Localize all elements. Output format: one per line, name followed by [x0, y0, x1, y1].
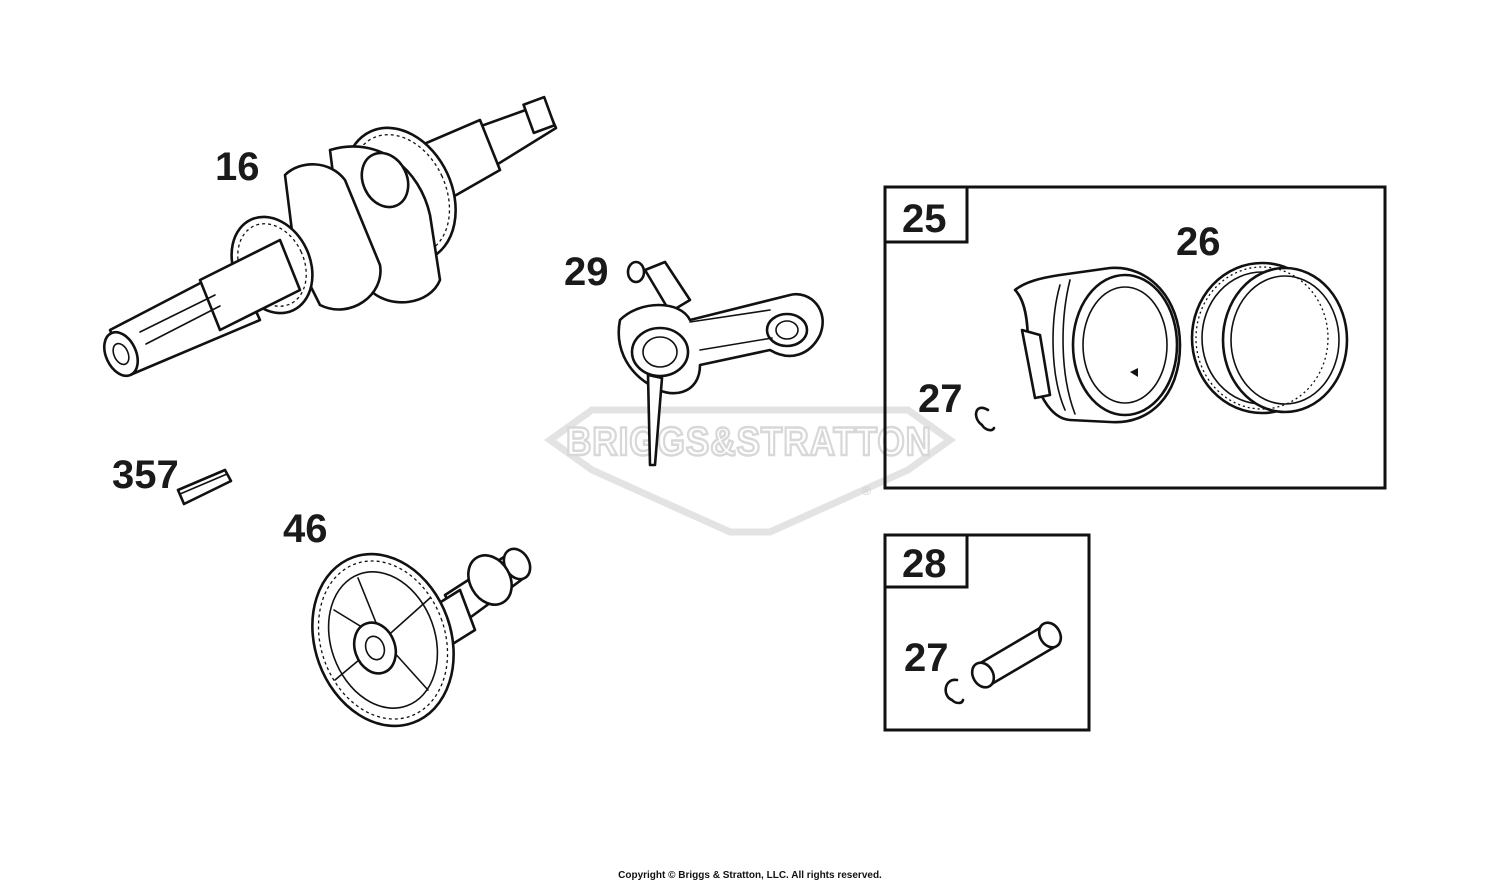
connecting-rod-part[interactable]: [617, 260, 824, 467]
watermark-registered-mark: ®: [862, 484, 871, 498]
piston-assembly-box: [883, 185, 1387, 490]
callout-27-lower[interactable]: 27: [904, 636, 949, 680]
brand-watermark: BRIGGS&STRATTON ®: [543, 406, 957, 536]
clip-lower-part[interactable]: [944, 678, 965, 705]
piston-pin-part[interactable]: [968, 619, 1065, 692]
callout-28[interactable]: 28: [902, 542, 947, 586]
callout-46[interactable]: 46: [283, 507, 328, 551]
callout-29[interactable]: 29: [564, 250, 609, 294]
camshaft-part[interactable]: [289, 534, 535, 746]
callout-16[interactable]: 16: [215, 145, 260, 189]
copyright-notice: Copyright © Briggs & Stratton, LLC. All …: [618, 870, 882, 881]
pin-kit-box: [883, 533, 1091, 732]
piston-rings-part[interactable]: [1190, 261, 1349, 415]
callout-26[interactable]: 26: [1176, 220, 1221, 264]
watermark-text: BRIGGS&STRATTON: [566, 420, 932, 464]
key-part[interactable]: [176, 468, 233, 506]
callout-27-upper[interactable]: 27: [918, 377, 963, 421]
clip-upper-part[interactable]: [974, 406, 996, 432]
crankshaft-part[interactable]: [98, 95, 558, 381]
callout-357[interactable]: 357: [112, 453, 179, 497]
callout-25[interactable]: 25: [902, 197, 947, 241]
piston-part[interactable]: [1013, 266, 1182, 424]
